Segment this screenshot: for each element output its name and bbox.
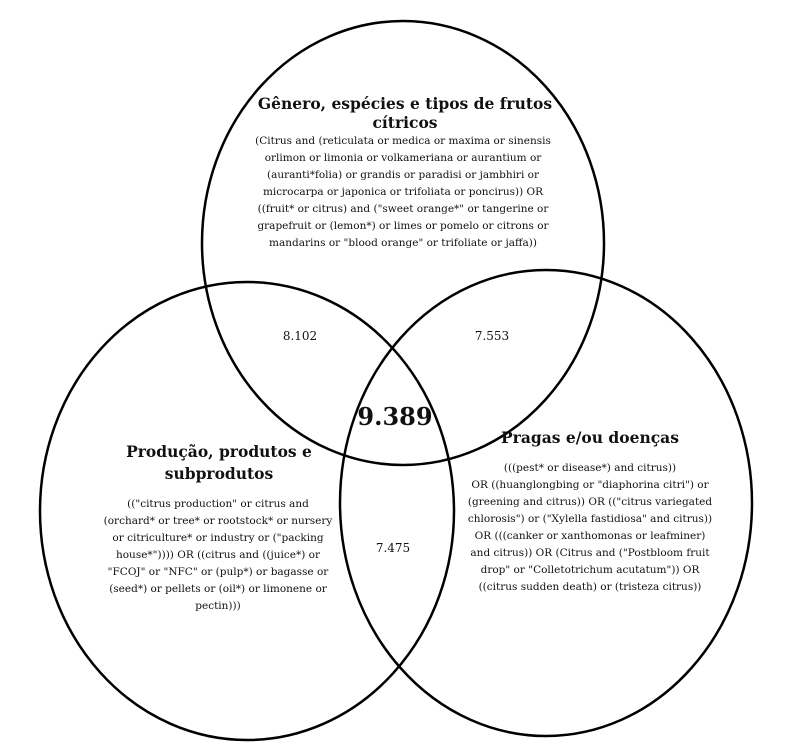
query-line: and citrus)) OR (Citrus and ("Postbloom …: [470, 547, 710, 559]
query-line: (greening and citrus)) OR (("citrus vari…: [467, 496, 713, 508]
query-line: house*")))) OR ((citrus and ((juice*) or: [115, 549, 321, 561]
right-set-query: (((pest* or disease*) and citrus)) OR ((…: [440, 460, 740, 596]
left-set-title: Produção, produtos e subprodutos: [114, 441, 324, 485]
query-line: drop" or "Colletotrichum acutatum")) OR: [480, 564, 700, 576]
query-line: chlorosis") or ("Xylella fastidiosa" and…: [467, 513, 713, 525]
right-set-title: Pragas e/ou doenças: [501, 428, 679, 447]
count-all-three: 9.389: [357, 402, 433, 431]
top-set-query: (Citrus and (reticulata or medica or max…: [228, 133, 578, 252]
query-line: mandarins or "blood orange" or trifoliat…: [269, 237, 537, 249]
left-set-circle: [38, 280, 456, 742]
query-line: (("citrus production" or citrus and: [127, 498, 309, 510]
query-line: or citriculture* or industry or ("packin…: [112, 532, 324, 544]
query-line: ((fruit* or citrus) and ("sweet orange*"…: [257, 203, 549, 215]
query-line: OR ((huanglongbing or "diaphorina citri"…: [471, 479, 709, 491]
query-line: (((pest* or disease*) and citrus)): [503, 462, 677, 474]
query-line: (seed*) or pellets or (oil*) or limonene…: [109, 583, 327, 595]
top-set-circle: [200, 19, 606, 467]
count-top-right: 7.553: [474, 329, 510, 343]
right-set-circle: [338, 268, 754, 738]
count-top-left: 8.102: [282, 329, 318, 343]
query-line: orlimon or limonia or volkameriana or au…: [264, 152, 542, 164]
query-line: (orchard* or tree* or rootstock* or nurs…: [103, 515, 333, 527]
query-line: (auranti*folia) or grandis or paradisi o…: [266, 169, 539, 181]
query-line: ((citrus sudden death) or (tristeza citr…: [478, 581, 702, 593]
query-line: grapefruit or (lemon*) or limes or pomel…: [257, 220, 549, 232]
query-line: "FCOJ" or "NFC" or (pulp*) or bagasse or: [107, 566, 329, 578]
query-line: microcarpa or japonica or trifoliata or …: [262, 186, 544, 198]
count-left-right: 7.475: [375, 541, 411, 555]
left-set-query: (("citrus production" or citrus and (orc…: [68, 496, 368, 615]
title-line: Produção, produtos e: [126, 442, 312, 461]
query-line: OR (((canker or xanthomonas or leafminer…: [474, 530, 706, 542]
query-line: pectin))): [195, 600, 241, 612]
top-set-title: Gênero, espécies e tipos de frutos cítri…: [257, 94, 553, 132]
query-line: (Citrus and (reticulata or medica or max…: [255, 135, 551, 147]
title-line: subprodutos: [164, 464, 274, 483]
